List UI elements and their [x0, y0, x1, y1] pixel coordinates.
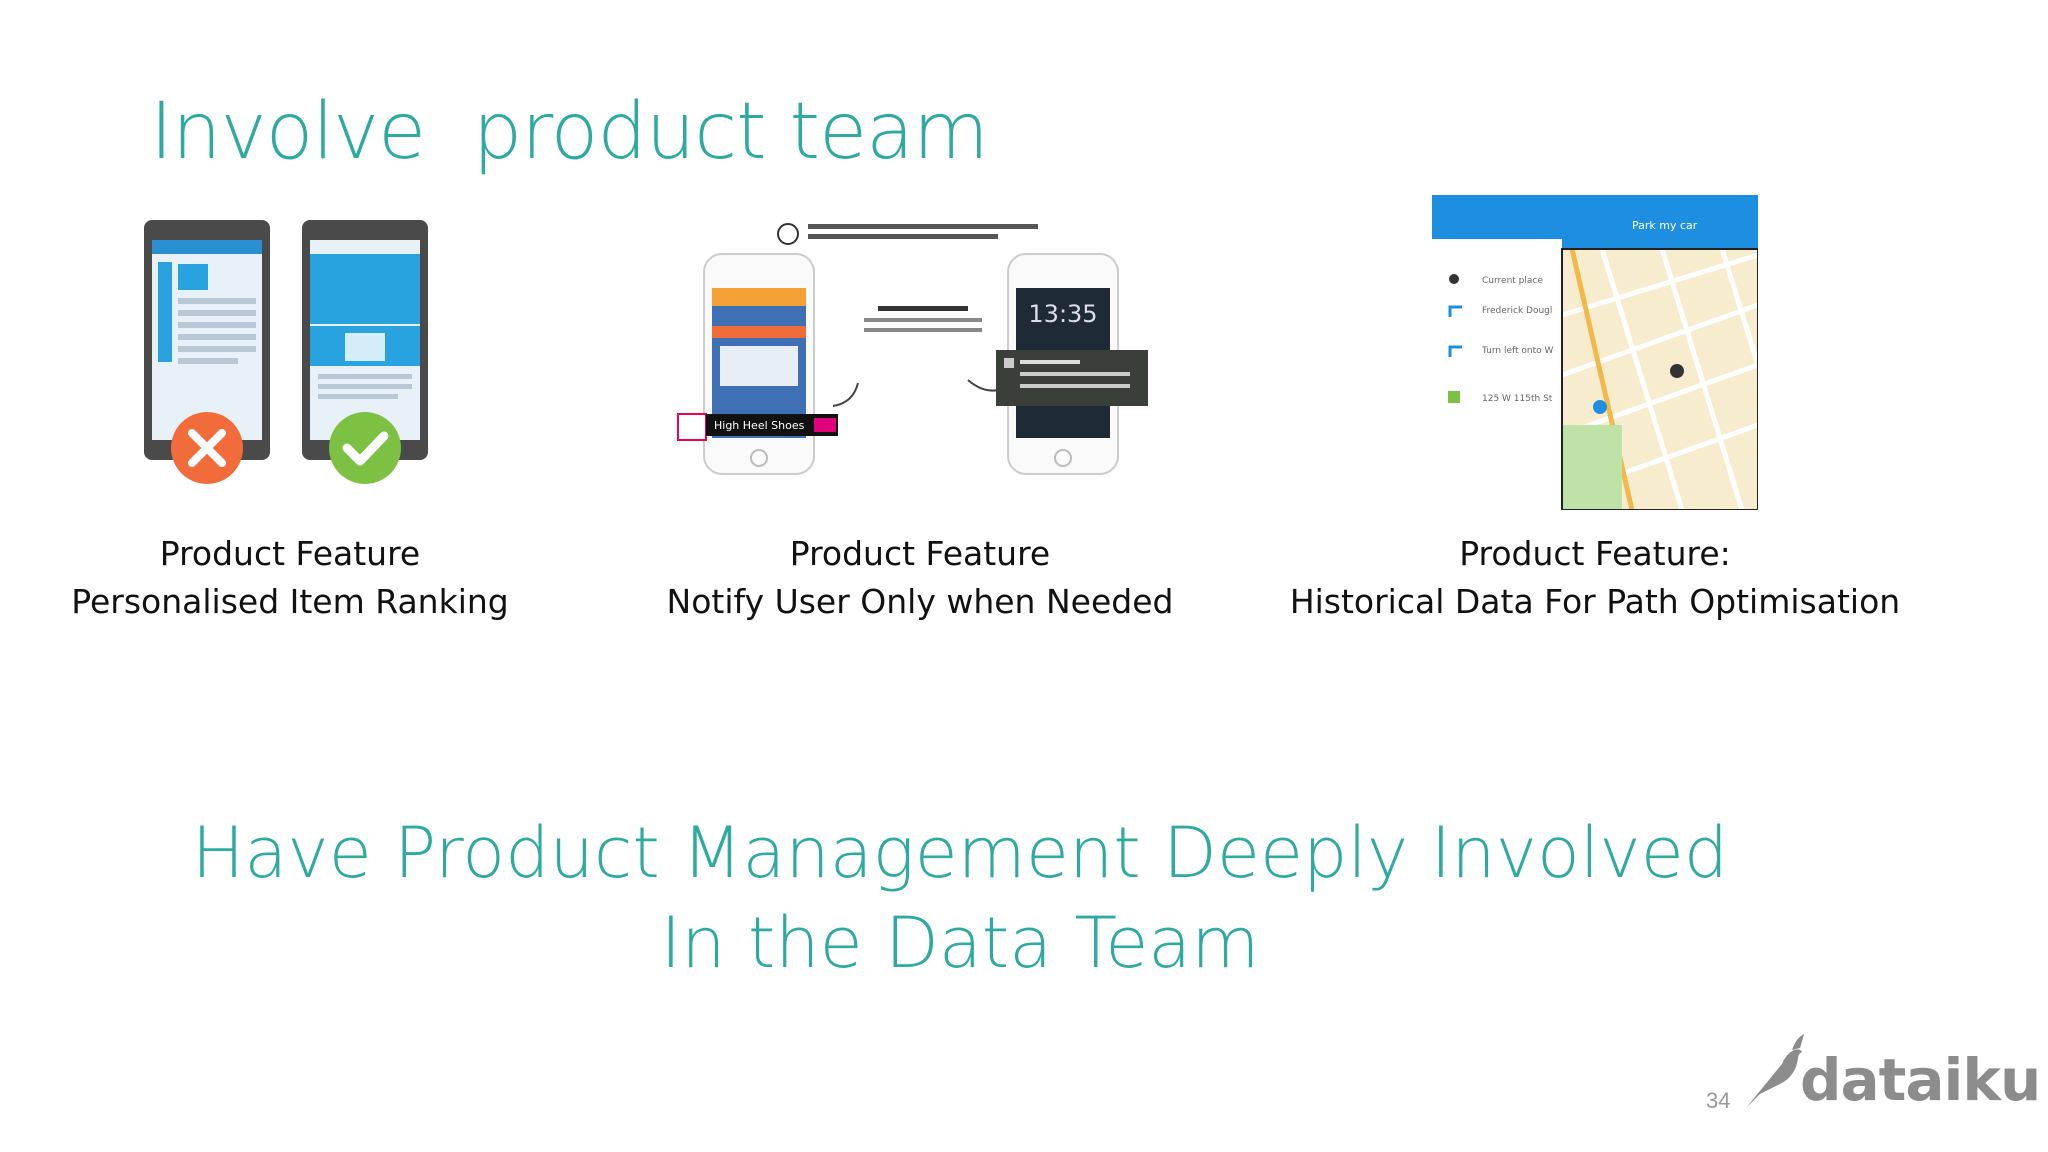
- approve-icon: [329, 412, 401, 484]
- feature-description: Historical Data For Path Optimisation: [1289, 582, 1901, 621]
- tagline-line-2: In the Data Team: [660, 902, 1260, 984]
- step-icon: [777, 223, 799, 245]
- personalised-ranking-illustration: [144, 220, 428, 484]
- svg-text:Turn left onto W: Turn left onto W: [1481, 346, 1553, 356]
- location-pin-icon: [1449, 274, 1459, 284]
- feature-personalised-ranking: Product Feature Personalised Item Rankin…: [60, 530, 520, 626]
- svg-text:13:35: 13:35: [1028, 300, 1097, 328]
- svg-text:Park my car: Park my car: [1632, 219, 1698, 232]
- feature-path-optimisation: Product Feature: Historical Data For Pat…: [1280, 530, 1910, 626]
- bird-icon: [1746, 1034, 1804, 1108]
- notification-illustration: High Heel Shoes 13:35: [677, 223, 1148, 475]
- turn-left-icon: [1448, 345, 1462, 357]
- brand-wordmark: dataiku: [1800, 1046, 2041, 1114]
- feature-heading: Product Feature: [789, 534, 1051, 573]
- tagline-line-1: Have Product Management Deeply Involved: [191, 812, 1729, 894]
- svg-text:High Heel Shoes: High Heel Shoes: [714, 419, 805, 432]
- map-illustration: Park my car Current place Frederick Doug…: [1432, 195, 1758, 510]
- destination-icon: [1448, 391, 1460, 403]
- feature-heading: Product Feature:: [1459, 534, 1731, 573]
- tagline: Have Product Management Deeply Involved …: [150, 808, 1770, 988]
- svg-text:Frederick Dougl: Frederick Dougl: [1482, 306, 1552, 316]
- turn-left-icon: [1448, 305, 1462, 317]
- feature-heading: Product Feature: [159, 534, 421, 573]
- feature-notify-user: Product Feature Notify User Only when Ne…: [660, 530, 1180, 626]
- dataiku-logo: dataiku: [1742, 1028, 2041, 1114]
- svg-text:Current place: Current place: [1482, 276, 1543, 286]
- feature-description: Notify User Only when Needed: [666, 582, 1174, 621]
- feature-description: Personalised Item Ranking: [71, 582, 509, 621]
- page-number: 34: [1706, 1088, 1731, 1113]
- svg-text:125 W 115th St: 125 W 115th St: [1482, 394, 1553, 404]
- slide-title: Involve product team: [150, 87, 989, 177]
